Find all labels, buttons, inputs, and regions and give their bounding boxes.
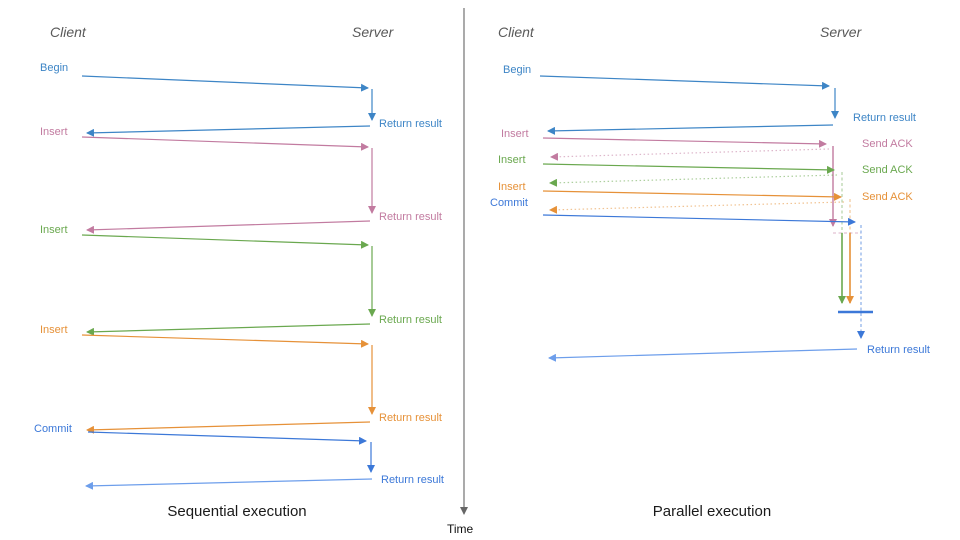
seq-client-header: Client (50, 24, 86, 40)
par-client-header: Client (498, 24, 534, 40)
par-insert3-ack-label: Send ACK (862, 191, 913, 203)
par-insert1-label: Insert (501, 128, 529, 140)
seq-insert3-label: Insert (40, 324, 68, 336)
seq-commit-return-arrow (85, 478, 373, 490)
par-insert2-label: Insert (498, 154, 526, 166)
par-insert1-ack-arrow (550, 148, 830, 161)
par-insert2-request-arrow (542, 163, 835, 174)
seq-insert1-return-label: Return result (379, 211, 442, 223)
par-insert1-ack-label: Send ACK (862, 138, 913, 150)
par-commit-label: Commit (490, 197, 528, 209)
par-commit-request-arrow (542, 214, 856, 226)
seq-begin-return-label: Return result (379, 118, 442, 130)
seq-insert3-return-arrow (86, 421, 371, 434)
seq-insert2-return-label: Return result (379, 314, 442, 326)
par-insert3-ack-arrow (549, 201, 845, 214)
seq-commit-return-label: Return result (381, 474, 444, 486)
par-server-header: Server (820, 24, 862, 40)
seq-insert2-label: Insert (40, 224, 68, 236)
seq-begin-return-arrow (86, 125, 371, 137)
seq-commit-request-arrow (87, 431, 367, 445)
par-insert3-request-arrow (542, 190, 842, 201)
par-begin-label: Begin (503, 64, 532, 76)
seq-insert3-return-label: Return result (379, 412, 442, 424)
par-insert3-label: Insert (498, 181, 526, 193)
par-begin-return-arrow (547, 124, 834, 135)
par-begin-return-label: Return result (853, 112, 916, 124)
seq-insert1-request-arrow (81, 136, 369, 151)
par-insert2-ack-label: Send ACK (862, 164, 913, 176)
par-insert2-ack-arrow (549, 174, 838, 187)
sequential-panel-arrows (81, 75, 376, 490)
seq-insert2-request-arrow (81, 234, 369, 249)
seq-insert1-return-arrow (86, 220, 371, 234)
seq-commit-label: Commit (34, 423, 72, 435)
parallel-panel-arrows (539, 75, 873, 362)
seq-insert2-return-arrow (86, 323, 371, 336)
time-axis-label: Time (447, 522, 474, 536)
seq-insert3-request-arrow (81, 334, 369, 348)
par-insert1-request-arrow (542, 137, 827, 148)
parallel-title: Parallel execution (652, 503, 772, 520)
seq-insert1-label: Insert (40, 126, 68, 138)
seq-server-header: Server (352, 24, 394, 40)
seq-begin-request-arrow (81, 75, 369, 92)
seq-begin-label: Begin (40, 62, 69, 74)
par-commit-return-arrow (548, 348, 858, 362)
par-commit-return-label: Return result (867, 344, 930, 356)
sequential-title: Sequential execution (167, 503, 307, 520)
par-begin-request-arrow (539, 75, 830, 90)
